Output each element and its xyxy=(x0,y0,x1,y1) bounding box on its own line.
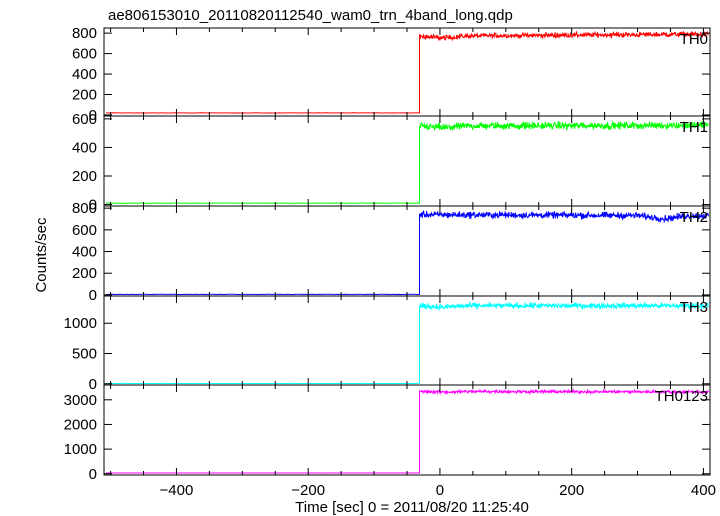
panel-th0123: 0 1000 2000 3000 TH0123 xyxy=(64,384,711,483)
panel-th0: 0 200 400 600 800 TH0 xyxy=(72,25,711,124)
y-tick-label: 600 xyxy=(72,111,97,128)
y-tick-label: 2000 xyxy=(64,416,97,433)
y-tick-label: 600 xyxy=(72,222,97,239)
y-tick-label: 200 xyxy=(72,87,97,104)
y-tick-label: 0 xyxy=(89,466,97,483)
series-line-th2 xyxy=(105,210,709,296)
y-tick-label: 400 xyxy=(72,66,97,83)
panel-frame xyxy=(103,205,711,297)
panel-frame xyxy=(103,295,711,386)
y-tick-label: 200 xyxy=(72,168,97,185)
series-line-th3 xyxy=(106,301,709,385)
panel-label-th3: TH3 xyxy=(680,299,708,316)
x-tick-label: 0 xyxy=(436,482,444,499)
panel-label-th0: TH0 xyxy=(680,31,708,48)
panel-label-th1: TH1 xyxy=(680,119,708,136)
x-tick-label: −400 xyxy=(160,482,194,499)
y-tick-label: 400 xyxy=(72,244,97,261)
series-line-th0 xyxy=(105,30,709,114)
y-tick-label: 200 xyxy=(72,265,97,282)
panel-th3: 0 500 1000 TH3 xyxy=(64,295,711,393)
x-tick-label: 400 xyxy=(691,482,716,499)
y-tick-label: 800 xyxy=(72,200,97,217)
y-tick-label: 0 xyxy=(89,197,97,214)
x-tick-label: 200 xyxy=(559,482,584,499)
y-tick-label: 400 xyxy=(72,139,97,156)
panel-frame xyxy=(103,384,711,476)
y-tick-label: 0 xyxy=(89,287,97,304)
x-tick-label: −200 xyxy=(291,482,325,499)
y-tick-label: 0 xyxy=(89,376,97,393)
series-line-th1 xyxy=(105,120,709,204)
x-axis: −400 −200 0 200 400 xyxy=(110,28,716,499)
panel-frame xyxy=(103,115,711,207)
x-axis-label: Time [sec] 0 = 2011/08/20 11:25:40 xyxy=(295,499,529,516)
y-tick-label: 1000 xyxy=(64,441,97,458)
y-tick-label: 1000 xyxy=(64,315,97,332)
panel-label-th2: TH2 xyxy=(680,209,708,226)
y-tick-label: 500 xyxy=(72,346,97,363)
panel-frame xyxy=(103,27,711,117)
panel-th1: 0 200 400 600 TH1 xyxy=(72,111,711,214)
series-line-th0123 xyxy=(106,387,709,474)
y-axis-label: Counts/sec xyxy=(33,217,50,293)
y-tick-label: 800 xyxy=(72,25,97,42)
panel-label-th0123: TH0123 xyxy=(655,388,708,405)
y-tick-label: 0 xyxy=(89,107,97,124)
y-tick-label: 600 xyxy=(72,46,97,63)
y-tick-label: 3000 xyxy=(64,392,97,409)
chart-title: ae806153010_20110820112540_wam0_trn_4ban… xyxy=(108,7,513,24)
